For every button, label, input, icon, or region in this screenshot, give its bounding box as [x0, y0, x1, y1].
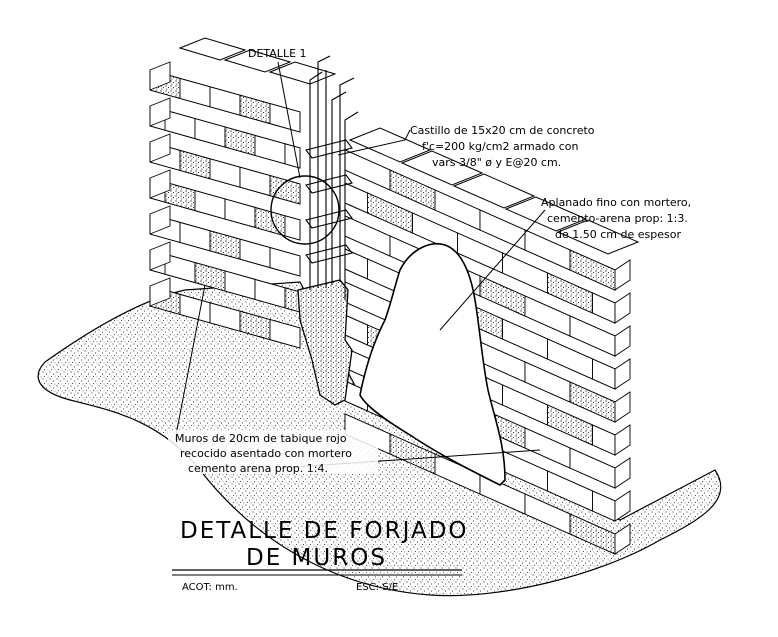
castillo-column [297, 55, 359, 406]
castillo-note-line: vars 3/8" ø y E@20 cm. [432, 156, 561, 169]
leader-aplanado [439, 209, 546, 331]
leader-castillo [337, 129, 411, 156]
detail-marker-label: DETALLE 1 [248, 47, 307, 60]
castillo-note-line: Castillo de 15x20 cm de concreto [410, 124, 595, 137]
acot-label: ACOT: mm. [182, 582, 238, 593]
detail-circle [270, 175, 340, 245]
aplanado-note-line: de 1.50 cm de espesor [555, 228, 681, 241]
muros-note-line: recocido asentado con mortero [180, 447, 352, 460]
leader-muros-left [174, 284, 206, 441]
title-line-1: DETALLE DE FORJADO [180, 518, 469, 544]
aplanado-note-line: Aplanado fino con mortero, [541, 196, 691, 209]
castillo-note-line: f'c=200 kg/cm2 armado con [422, 140, 578, 153]
title-line-2: DE MUROS [246, 545, 387, 571]
muros-annotation: Muros de 20cm de tabique rojo recocido a… [168, 430, 378, 475]
aplanado-note-line: cemento-arena prop: 1:3. [547, 212, 688, 225]
aplanado-annotation: Aplanado fino con mortero, cemento-arena… [541, 196, 691, 241]
leader-detalle [277, 61, 301, 179]
plaster-patch [359, 243, 506, 486]
castillo-annotation: Castillo de 15x20 cm de concreto f'c=200… [410, 124, 595, 169]
muros-note-line: Muros de 20cm de tabique rojo [175, 432, 347, 445]
esc-label: ESC: S/E [356, 582, 398, 593]
left-wall [149, 37, 337, 349]
muros-note-line: cemento arena prop. 1:4. [188, 462, 328, 475]
title-block: DETALLE DE FORJADO DE MUROS ACOT: mm. ES… [172, 518, 469, 593]
